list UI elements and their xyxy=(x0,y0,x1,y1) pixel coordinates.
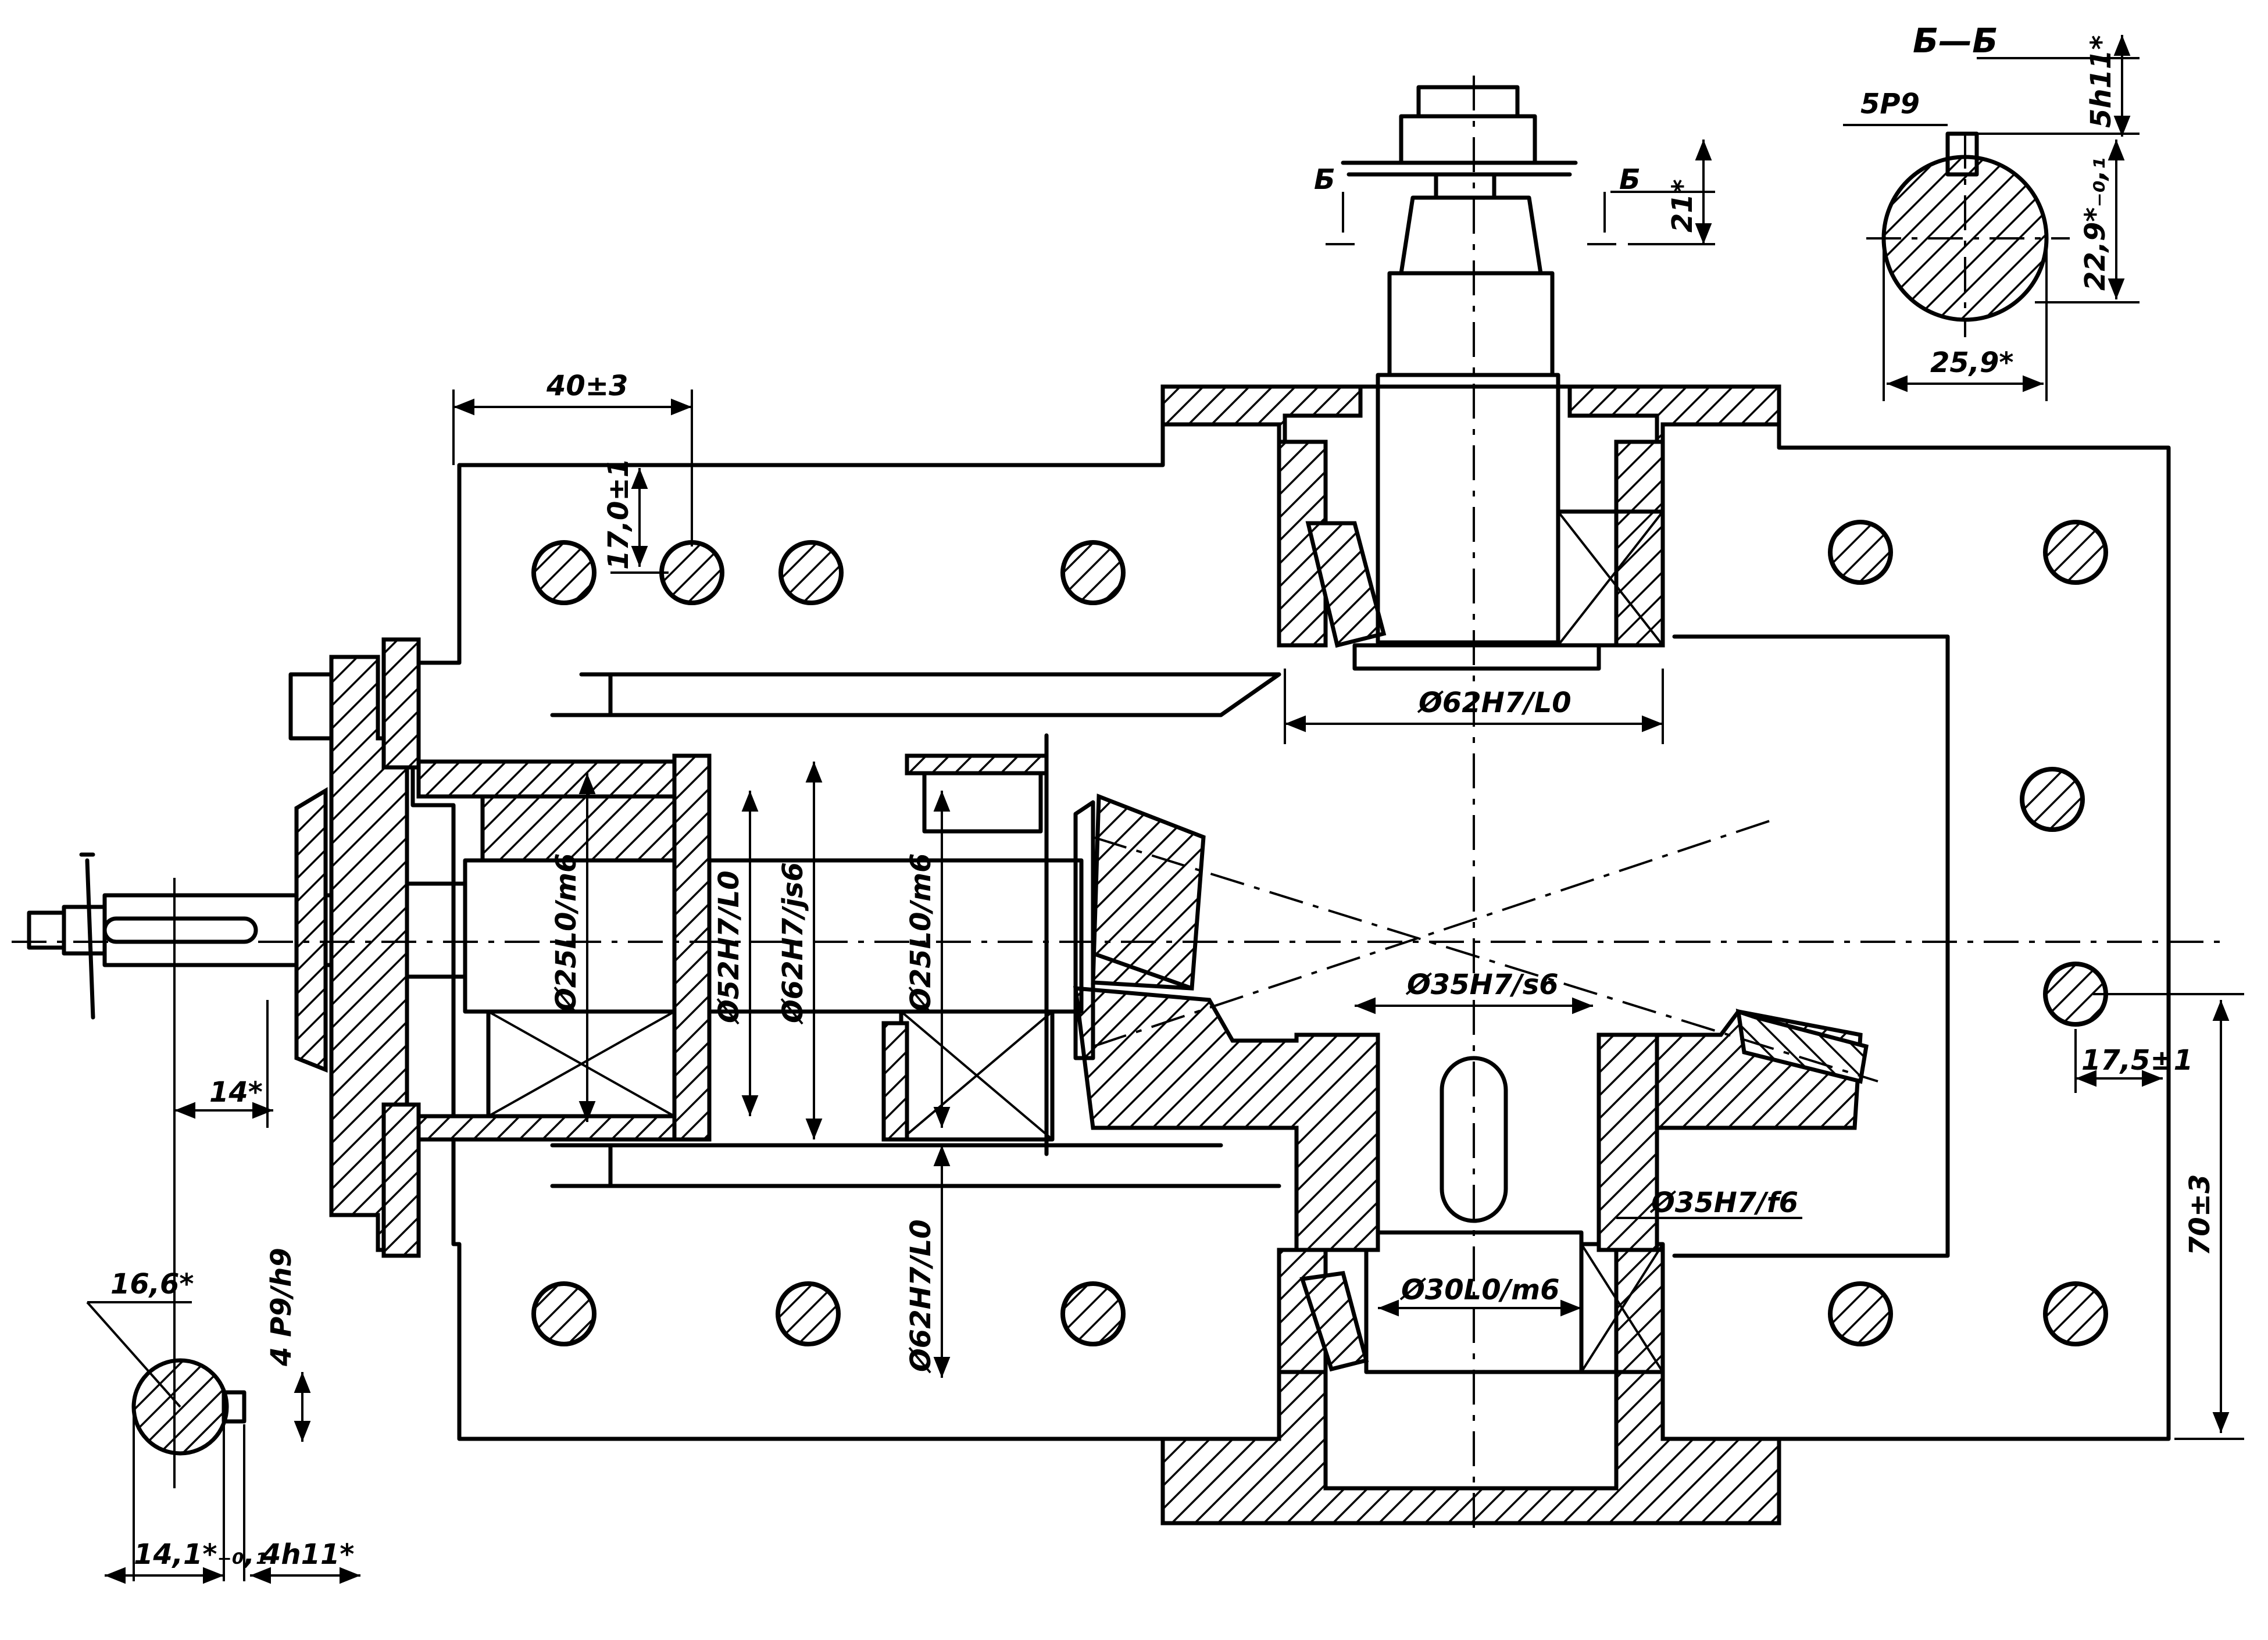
bolt-hole xyxy=(778,540,844,605)
dim-35-f6: Ø35H7/f6 xyxy=(1649,1187,1798,1219)
bolt-hole xyxy=(1828,520,1893,585)
left-flange xyxy=(288,637,421,1258)
input-bearing-left xyxy=(416,753,712,1142)
dim-14: 14* xyxy=(209,1076,263,1109)
bevel-pinion xyxy=(1073,793,1206,1060)
dim-21: 21* xyxy=(1666,179,1699,233)
dim-62-mid: Ø62H7/js6 xyxy=(777,862,809,1025)
bolt-hole xyxy=(2020,767,2085,832)
bolt-hole xyxy=(1828,1281,1893,1346)
bolt-hole xyxy=(531,540,597,605)
dim-25a: Ø25L0/m6 xyxy=(550,853,583,1013)
bolt-holes xyxy=(531,520,2108,1346)
dim-16-6: 16,6* xyxy=(110,1268,194,1300)
section-title: Б—Б xyxy=(1913,21,1998,60)
bolt-hole xyxy=(2043,520,2108,585)
dim-17: 17,0±1 xyxy=(602,458,635,570)
dim-62-low: Ø62H7/L0 xyxy=(905,1219,937,1374)
dim-35-s6: Ø35H7/s6 xyxy=(1405,969,1559,1001)
bolt-hole xyxy=(776,1281,841,1346)
bolt-hole xyxy=(2043,1281,2108,1346)
dim-25b: Ø25L0/m6 xyxy=(905,853,937,1013)
dimension-labels: Б—Б Б Б 40±3 17,0±1 Ø62H7/L0 Ø25L0/m6 Ø5… xyxy=(110,21,2216,1571)
dim-4h11: 4h11* xyxy=(261,1538,354,1571)
bolt-hole xyxy=(659,540,724,605)
dim-30: Ø30L0/m6 xyxy=(1399,1274,1560,1306)
dim-25-9: 25,9* xyxy=(1930,346,2014,379)
dim-5h11: 5h11* xyxy=(2085,35,2117,128)
dim-70: 70±3 xyxy=(2184,1174,2216,1256)
input-bearing-right xyxy=(881,753,1055,1142)
cut-mark-right: Б xyxy=(1619,163,1641,196)
bolt-hole xyxy=(1060,540,1126,605)
section-b-b-detail xyxy=(1843,35,2140,401)
dim-62-top: Ø62H7/L0 xyxy=(1417,687,1571,719)
bolt-hole xyxy=(531,1281,597,1346)
dim-40: 40±3 xyxy=(546,370,628,402)
center-lines xyxy=(12,76,2227,1535)
dim-14-1: 14,1*₋₀,₁ xyxy=(134,1538,267,1571)
dim-52: Ø52H7/L0 xyxy=(713,870,745,1025)
vertical-shaft xyxy=(1341,85,1601,1374)
cut-mark-left: Б xyxy=(1314,163,1335,196)
dim-5p9: 5P9 xyxy=(1860,88,1920,120)
dim-22-9: 22,9*₋₀,₁ xyxy=(2079,158,2112,291)
top-bearing-housing xyxy=(1160,384,1781,648)
keyway-slot xyxy=(1440,1056,1508,1223)
dim-17-5: 17,5±1 xyxy=(2081,1044,2193,1077)
dim-4p9: 4 P9/h9 xyxy=(265,1248,298,1367)
dimension-lines xyxy=(173,140,2244,1488)
bottom-bearing-housing xyxy=(1160,1248,1781,1525)
top-bearing-right xyxy=(1556,509,1665,648)
bevel-gear-large xyxy=(1073,986,1869,1252)
bolt-hole xyxy=(1060,1281,1126,1346)
